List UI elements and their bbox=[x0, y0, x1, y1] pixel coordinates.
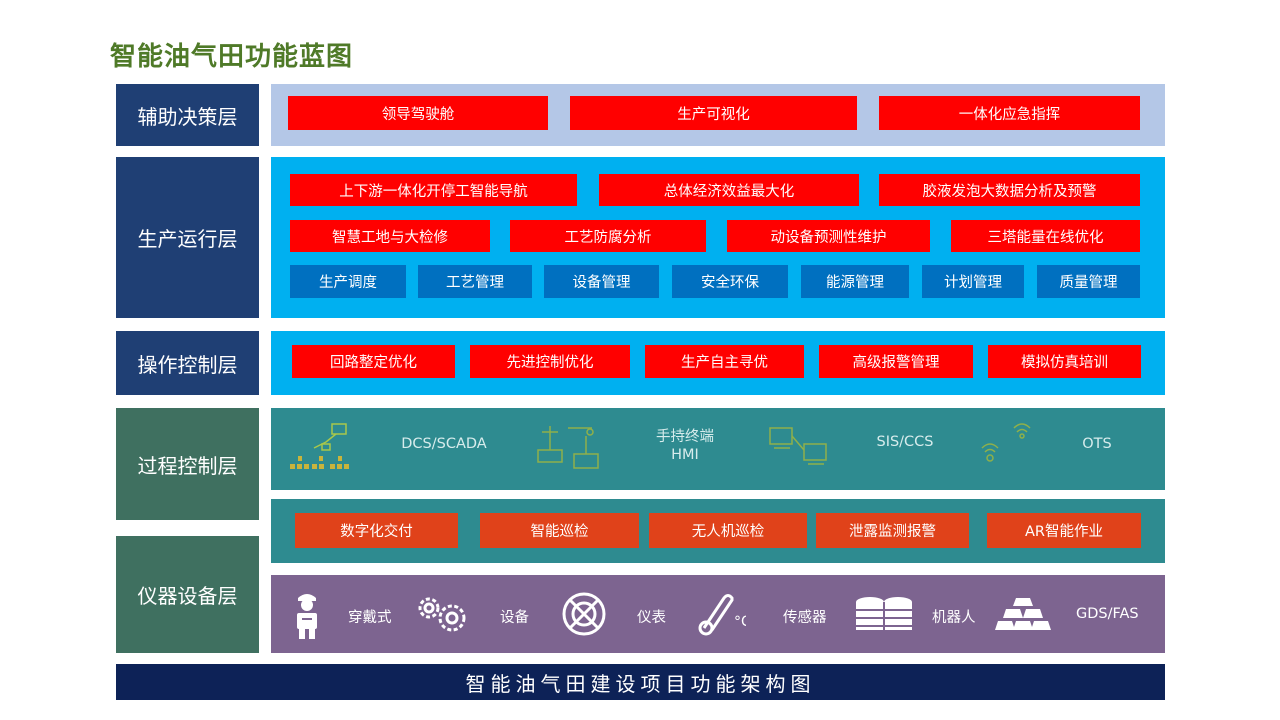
decision-item[interactable]: 领导驾驶舱 bbox=[288, 96, 548, 130]
production-module[interactable]: 质量管理 bbox=[1037, 265, 1140, 298]
ots-label: OTS bbox=[1082, 436, 1112, 452]
device-label: 设备 bbox=[500, 610, 529, 626]
production-module[interactable]: 生产调度 bbox=[290, 265, 406, 298]
router-icon bbox=[537, 426, 599, 469]
handheld-label-line: 手持终端 bbox=[656, 429, 714, 445]
layer-label-process: 过程控制层 bbox=[116, 408, 259, 520]
operation-item[interactable]: 生产自主寻优 bbox=[645, 345, 804, 378]
digital-item[interactable]: 智能巡检 bbox=[480, 513, 639, 548]
production-item[interactable]: 上下游一体化开停工智能导航 bbox=[290, 174, 577, 206]
dcs-scada-label: DCS/SCADA bbox=[401, 436, 487, 452]
digital-item[interactable]: 无人机巡检 bbox=[649, 513, 807, 548]
decision-item[interactable]: 一体化应急指挥 bbox=[879, 96, 1140, 130]
operation-item[interactable]: 先进控制优化 bbox=[470, 345, 630, 378]
production-item[interactable]: 胶液发泡大数据分析及预警 bbox=[879, 174, 1140, 206]
page-title: 智能油气田功能蓝图 bbox=[110, 42, 354, 72]
digital-item[interactable]: AR智能作业 bbox=[987, 513, 1141, 548]
svg-text:°C: °C bbox=[734, 614, 746, 630]
gold-bars-icon bbox=[995, 598, 1051, 630]
computer-icon bbox=[769, 427, 827, 465]
thermometer-icon: °C bbox=[698, 594, 746, 636]
production-item[interactable]: 总体经济效益最大化 bbox=[599, 174, 859, 206]
wifi-icon bbox=[981, 423, 1031, 462]
hmi-label-line: HMI bbox=[671, 447, 699, 463]
device-label: 机器人 bbox=[932, 610, 976, 626]
layer-label-instrument: 仪器设备层 bbox=[116, 536, 259, 653]
layer-label-decision: 辅助决策层 bbox=[116, 84, 259, 146]
production-item[interactable]: 工艺防腐分析 bbox=[510, 220, 706, 252]
decision-item[interactable]: 生产可视化 bbox=[570, 96, 857, 130]
operation-item[interactable]: 回路整定优化 bbox=[292, 345, 455, 378]
production-module[interactable]: 工艺管理 bbox=[418, 265, 532, 298]
digital-item[interactable]: 泄露监测报警 bbox=[816, 513, 969, 548]
gears-icon bbox=[418, 597, 466, 632]
database-icon bbox=[856, 597, 912, 632]
layer-label-operation: 操作控制层 bbox=[116, 331, 259, 395]
production-item[interactable]: 三塔能量在线优化 bbox=[951, 220, 1140, 252]
production-item[interactable]: 智慧工地与大检修 bbox=[290, 220, 490, 252]
gauge-icon bbox=[562, 592, 606, 636]
operation-item[interactable]: 模拟仿真培训 bbox=[988, 345, 1141, 378]
production-module[interactable]: 能源管理 bbox=[801, 265, 909, 298]
process-panel bbox=[271, 408, 1165, 490]
device-label: 仪表 bbox=[637, 610, 666, 626]
device-label: 穿戴式 bbox=[348, 610, 392, 626]
production-module[interactable]: 设备管理 bbox=[544, 265, 659, 298]
network-icon bbox=[290, 423, 349, 469]
production-module[interactable]: 计划管理 bbox=[922, 265, 1024, 298]
handheld-label: 手持终端 HMI bbox=[640, 428, 730, 464]
worker-icon bbox=[297, 594, 317, 639]
device-label: GDS/FAS bbox=[1076, 606, 1139, 622]
sis-ccs-label: SIS/CCS bbox=[876, 434, 934, 450]
operation-item[interactable]: 高级报警管理 bbox=[819, 345, 973, 378]
digital-item[interactable]: 数字化交付 bbox=[295, 513, 458, 548]
layer-label-production: 生产运行层 bbox=[116, 157, 259, 318]
production-item[interactable]: 动设备预测性维护 bbox=[727, 220, 930, 252]
production-module[interactable]: 安全环保 bbox=[672, 265, 788, 298]
device-label: 传感器 bbox=[783, 610, 827, 626]
diagram-caption: 智能油气田建设项目功能架构图 bbox=[116, 664, 1165, 700]
